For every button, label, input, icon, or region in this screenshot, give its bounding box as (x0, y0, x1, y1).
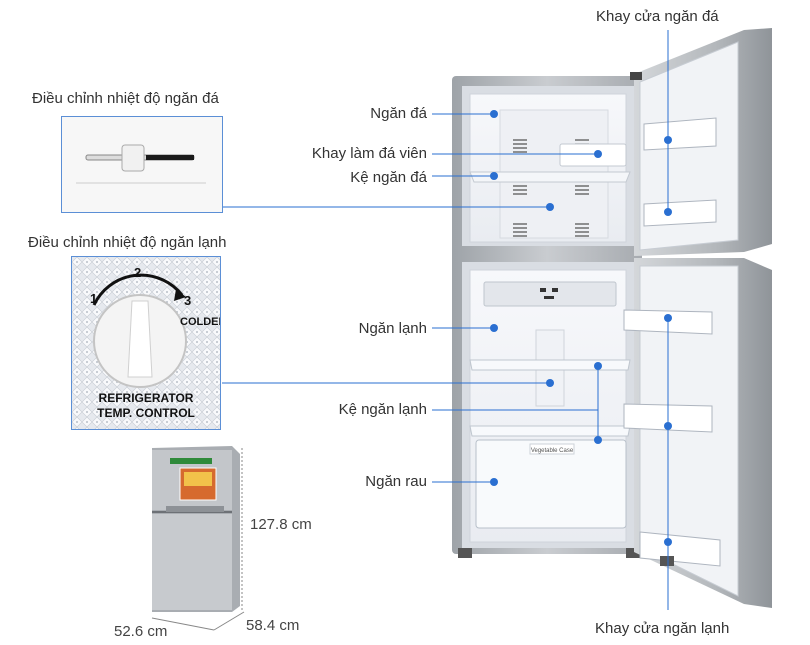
freezer-temp-control-inset (61, 116, 223, 213)
dot-freezer-door-tray-2 (664, 208, 672, 216)
dot-ice-tray (594, 150, 602, 158)
callout-dots (490, 110, 672, 546)
dot-freezer-door-tray-1 (664, 136, 672, 144)
fridge-interior: Vegetable Case (462, 262, 634, 548)
fridge-door (623, 258, 772, 608)
drawer-tag-text: Vegetable Case (531, 448, 574, 454)
label-freezer-compartment: Ngăn đá (370, 105, 427, 122)
label-freezer-temp-control: Điều chỉnh nhiệt độ ngăn đá (32, 90, 219, 107)
dot-fridge-door-tray-1 (664, 314, 672, 322)
dot-freezer-shelf (490, 172, 498, 180)
dial-mark-1: 1 (90, 291, 97, 306)
dial-caption-line2: TEMP. CONTROL (97, 406, 195, 420)
dot-freezer-temp (546, 203, 554, 211)
label-fridge-shelf: Kệ ngăn lạnh (338, 401, 427, 418)
dimension-height: 127.8 cm (250, 516, 312, 533)
label-fridge-door-tray: Khay cửa ngăn lạnh (595, 620, 730, 637)
dial-mark-2: 2 (134, 265, 141, 280)
label-fridge-compartment: Ngăn lạnh (358, 320, 427, 337)
freezer-slider-illustration (76, 144, 206, 184)
dial-mark-3: 3 (184, 293, 191, 308)
dimension-width: 52.6 cm (114, 623, 168, 640)
dot-fridge-door-tray-3 (664, 538, 672, 546)
small-fridge (151, 446, 245, 631)
label-fridge-temp-control: Điều chỉnh nhiệt độ ngăn lạnh (28, 234, 227, 251)
label-vegetable-drawer: Ngăn rau (365, 473, 427, 490)
dot-fridge-compartment (490, 324, 498, 332)
dial-caption-line1: REFRIGERATOR (99, 391, 194, 405)
callout-lines (222, 30, 669, 610)
dot-vegetable-drawer (490, 478, 498, 486)
dot-freezer-compartment (490, 110, 498, 118)
freezer-interior (462, 86, 634, 246)
freezer-door (630, 28, 772, 256)
label-ice-tray: Khay làm đá viên (311, 145, 427, 162)
label-freezer-shelf: Kệ ngăn đá (350, 169, 427, 186)
dot-fridge-shelf-2 (594, 436, 602, 444)
dimension-depth: 58.4 cm (246, 617, 300, 634)
dot-fridge-door-tray-2 (664, 422, 672, 430)
dot-fridge-shelf-1 (594, 362, 602, 370)
dot-fridge-temp (546, 379, 554, 387)
label-freezer-door-tray: Khay cửa ngăn đá (596, 8, 719, 25)
